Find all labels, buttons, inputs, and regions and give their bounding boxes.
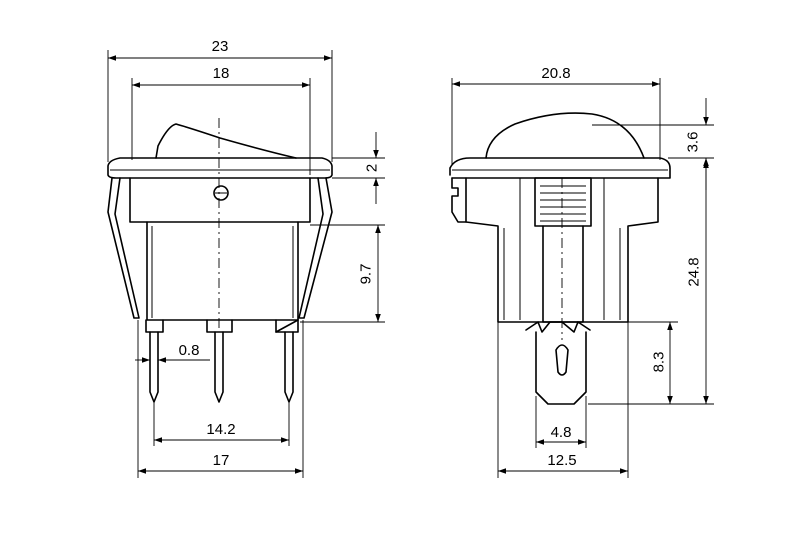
dim-8-3-label: 8.3 [651,352,668,373]
dim-12-5: 12.5 [497,322,629,478]
front-pin-left [145,319,164,403]
dim-14-2-label: 14.2 [206,421,235,438]
front-view: 23 18 2 9.7 0.8 [107,38,385,478]
front-rocker [155,123,297,159]
front-body [146,221,299,321]
dim-14-2: 14.2 [153,402,290,446]
front-clip-left [107,177,140,319]
dim-9-7-label: 9.7 [358,264,375,285]
dim-3-6: 3.6 [592,98,714,190]
dim-23-label: 23 [212,38,229,55]
dim-18-label: 18 [213,65,230,82]
front-pin-right [275,319,299,403]
dim-24-8: 24.8 [588,160,714,405]
dim-4-8: 4.8 [535,396,587,448]
side-bezel [449,157,671,179]
dim-3-6-label: 3.6 [685,132,702,153]
front-housing [129,177,311,223]
dim-0-8: 0.8 [135,342,210,363]
dim-8-3: 8.3 [628,321,678,404]
front-screw [213,185,229,201]
dim-17-label: 17 [213,452,230,469]
dim-0-8-label: 0.8 [179,342,200,359]
dim-24-8-label: 24.8 [686,257,703,286]
dim-20-8-label: 20.8 [541,65,570,82]
side-terminal [525,321,591,405]
dim-9-7: 9.7 [300,224,385,323]
dim-12-5-label: 12.5 [547,452,576,469]
dim-4-8-label: 4.8 [551,424,572,441]
side-dome-cap [485,112,645,159]
front-bezel [107,157,333,179]
front-pin-center [206,319,233,403]
dim-20-8: 20.8 [451,65,661,165]
side-clip-tab [451,177,467,223]
dim-2-label: 2 [364,164,381,172]
front-clip-right [298,177,333,319]
dim-18: 18 [131,65,311,175]
side-view: 20.8 3.6 24.8 8.3 4.8 [449,65,714,478]
side-spring [534,177,592,323]
dim-2: 2 [332,132,385,204]
dim-23: 23 [107,38,333,162]
dim-17: 17 [137,320,304,478]
